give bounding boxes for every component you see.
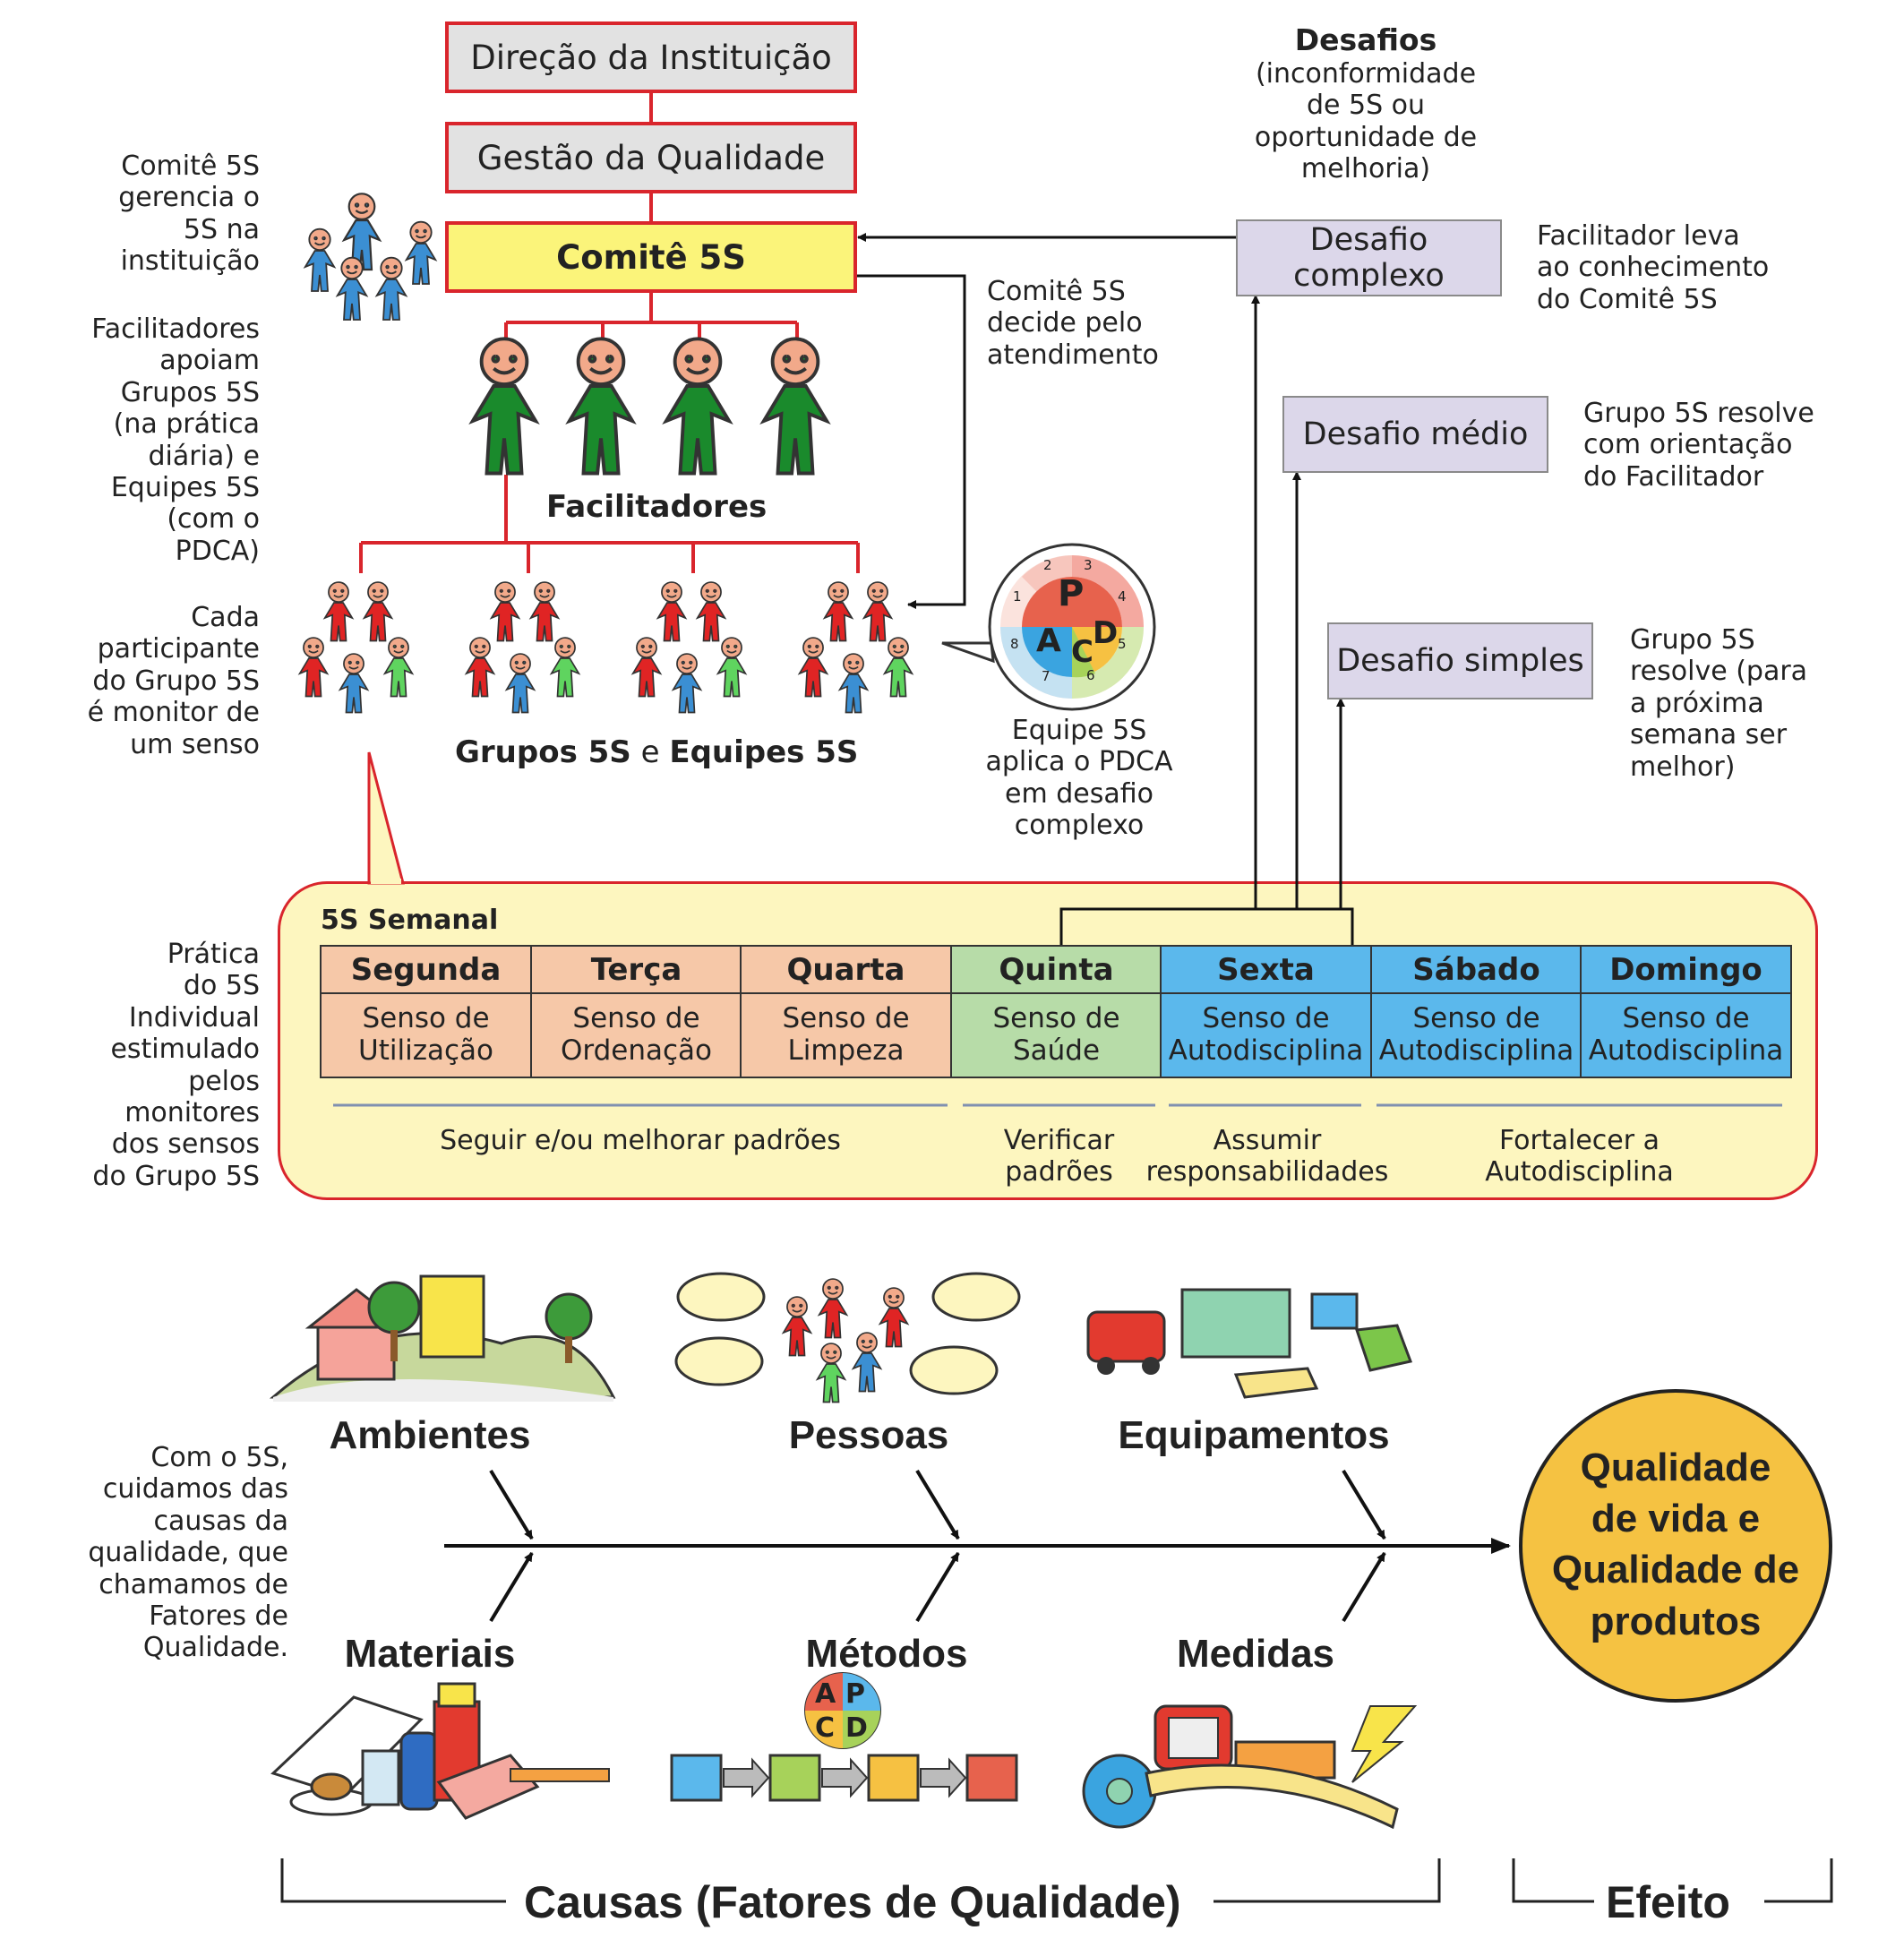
pdca-wheel-icon xyxy=(941,543,1156,711)
metodos-illustration xyxy=(670,1672,1018,1802)
desafio-simples-box: Desafio simples xyxy=(1327,622,1593,699)
cat-medidas: Medidas xyxy=(1176,1632,1335,1676)
desafio-medio-label: Desafio médio xyxy=(1302,416,1529,452)
metodos-pdca-a: A xyxy=(815,1678,836,1710)
day-3-senso-line: Senso de xyxy=(782,1002,910,1035)
equipamentos-illustration xyxy=(1086,1288,1413,1399)
day-2-senso-line: Senso de xyxy=(572,1002,700,1035)
day-7-name: Domingo xyxy=(1580,945,1792,994)
cat-materiais: Materiais xyxy=(344,1632,516,1676)
pdca-num-1: 1 xyxy=(1013,588,1022,605)
pdca-num-6: 6 xyxy=(1086,667,1095,683)
day-1-senso-line: Utilização xyxy=(358,1034,493,1067)
pdca-c: C xyxy=(1071,634,1094,670)
gestao-label: Gestão da Qualidade xyxy=(476,138,826,177)
facilitadores-people xyxy=(470,337,829,476)
pdca-d: D xyxy=(1093,615,1119,651)
pdca-num-3: 3 xyxy=(1084,557,1093,573)
gestao-box: Gestão da Qualidade xyxy=(445,122,857,193)
day-7-senso-line: Autodisciplina xyxy=(1588,1034,1784,1067)
desafios-title: Desafios xyxy=(1294,22,1437,57)
day-3-name: Quarta xyxy=(740,945,952,994)
day-2-senso-line: Ordenação xyxy=(560,1034,712,1067)
cat-pessoas: Pessoas xyxy=(788,1413,949,1457)
day-3-senso-line: Limpeza xyxy=(787,1034,905,1067)
day-2-name: Terça xyxy=(530,945,742,994)
grupos-people xyxy=(298,581,913,714)
metodos-pdca-c: C xyxy=(815,1712,836,1744)
cat-metodos: Métodos xyxy=(805,1632,968,1676)
day-4-senso-line: Saúde xyxy=(1012,1034,1101,1067)
ambientes-illustration xyxy=(269,1274,616,1402)
metodos-pdca-p: P xyxy=(845,1678,865,1710)
comite-people xyxy=(304,193,437,321)
pdca-p: P xyxy=(1058,573,1085,614)
pdca-num-7: 7 xyxy=(1042,668,1051,684)
day-6-senso-line: Autodisciplina xyxy=(1378,1034,1574,1067)
facilitadores-label: Facilitadores xyxy=(546,489,768,525)
day-6-senso-line: Senso de xyxy=(1412,1002,1540,1035)
causas-label: Causas (Fatores de Qualidade) xyxy=(524,1877,1181,1927)
day-6-name: Sábado xyxy=(1370,945,1582,994)
day-4-name: Quinta xyxy=(950,945,1162,994)
day-7-senso-line: Senso de xyxy=(1622,1002,1750,1035)
pdca-num-4: 4 xyxy=(1118,588,1127,605)
direcao-box: Direção da Instituição xyxy=(445,21,857,93)
metodos-pdca-d: D xyxy=(845,1712,868,1744)
desafio-simples-label: Desafio simples xyxy=(1336,642,1584,679)
cat-ambientes: Ambientes xyxy=(329,1413,531,1457)
day-5-name: Sexta xyxy=(1160,945,1372,994)
desafio-medio-box: Desafio médio xyxy=(1282,396,1548,473)
pdca-num-8: 8 xyxy=(1010,636,1019,652)
grupos-label-grupos: Grupos 5S xyxy=(455,734,631,770)
efeito-circle xyxy=(1519,1389,1832,1703)
pessoas-illustration xyxy=(674,1272,1021,1403)
pdca-a: A xyxy=(1036,622,1061,659)
comite-label: Comitê 5S xyxy=(556,237,746,277)
semanal-group-seguir: Seguir e/ou melhorar padrões xyxy=(440,1125,841,1156)
day-4-senso-line: Senso de xyxy=(992,1002,1120,1035)
grupos-label-e: e xyxy=(640,734,660,770)
day-5-senso-line: Autodisciplina xyxy=(1168,1034,1364,1067)
semanal-title: 5S Semanal xyxy=(321,905,499,936)
direcao-label: Direção da Instituição xyxy=(470,38,832,77)
day-1-name: Segunda xyxy=(320,945,532,994)
cat-equipamentos: Equipamentos xyxy=(1118,1413,1390,1457)
medidas-illustration xyxy=(1082,1704,1418,1830)
pdca-num-2: 2 xyxy=(1043,557,1052,573)
grupos-label: Grupos 5S e Equipes 5S xyxy=(455,734,858,770)
day-1-senso-line: Senso de xyxy=(362,1002,490,1035)
materiais-illustration xyxy=(270,1682,610,1820)
grupos-label-equipes: Equipes 5S xyxy=(669,734,859,770)
day-5-senso-line: Senso de xyxy=(1202,1002,1330,1035)
comite-box: Comitê 5S xyxy=(445,221,857,293)
efeito-label: Efeito xyxy=(1606,1877,1730,1927)
pdca-num-5: 5 xyxy=(1118,636,1127,652)
